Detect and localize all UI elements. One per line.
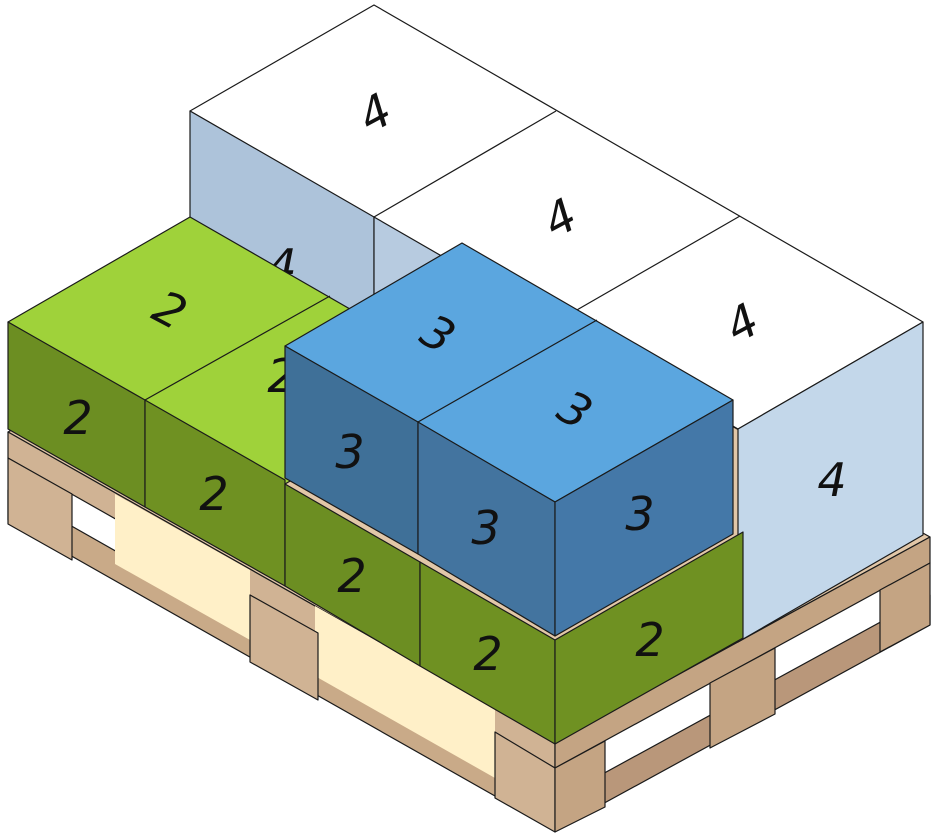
pallet-gap-2 [315,606,495,778]
pallet-block-1 [7,457,73,561]
green-front-2-side [554,531,744,745]
green-front-1-label: 2 [337,549,366,603]
pallet-block-6 [879,562,931,653]
blue-front-side [554,399,734,637]
white-divider-1 [373,110,557,218]
pallet-gap-1 [115,494,250,640]
green-front-boxes: 2 2 2 [284,483,744,745]
pallet-block-4 [554,740,606,833]
green-front-2-label: 2 [473,627,502,681]
white-front-side-label: 4 [817,453,846,507]
blue-front-side-label: 3 [625,487,654,541]
blue-divider [417,319,598,423]
blue-front-front-label: 3 [471,501,500,555]
green-back-right-front-label: 2 [199,467,228,521]
white-divider-2 [555,215,741,323]
green-back-divider [144,295,331,401]
blue-back-front-label: 3 [335,425,364,479]
pallet-block-5 [709,647,776,749]
blue-boxes: 3 3 3 3 3 [284,242,734,637]
green-back-left-front-label: 2 [63,391,92,445]
green-front-2-side-label: 2 [635,613,664,667]
pallet-block-2 [249,594,319,701]
